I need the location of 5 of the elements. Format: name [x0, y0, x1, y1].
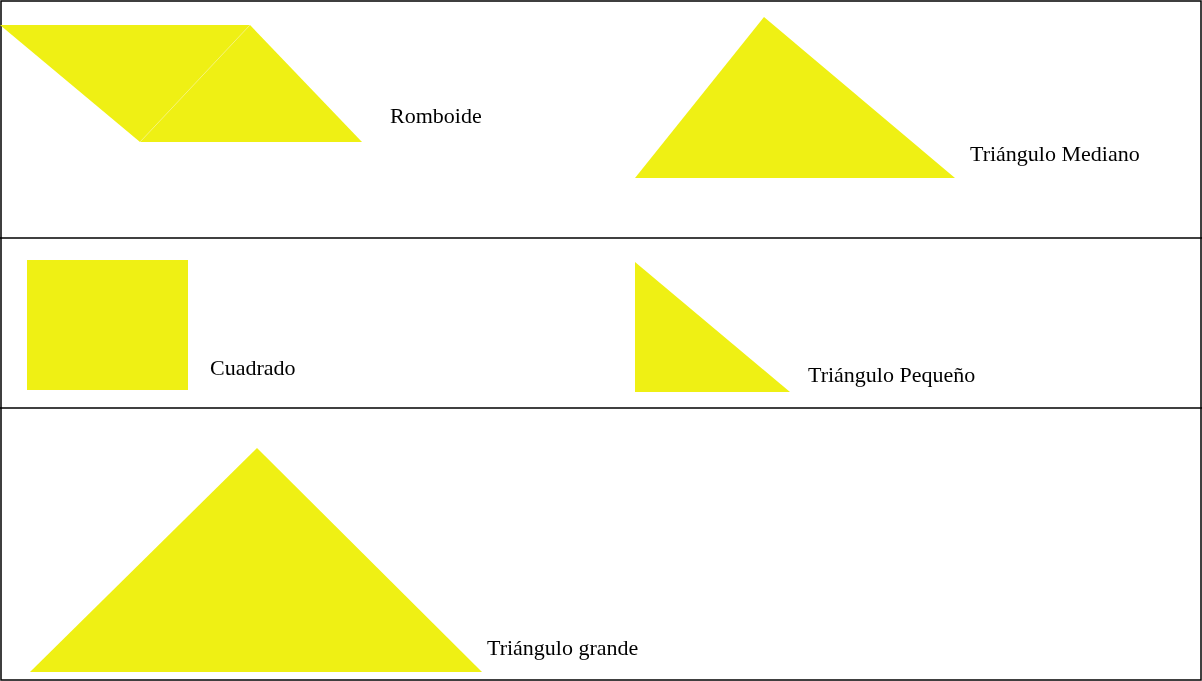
- shape-name: Triángulo grande: [487, 635, 639, 661]
- shape-name: Romboide: [390, 103, 482, 129]
- shape-name: Cuadrado: [210, 355, 296, 381]
- shape-name: Triángulo Pequeño: [808, 362, 976, 388]
- shape-name: Triángulo Mediano: [970, 141, 1140, 167]
